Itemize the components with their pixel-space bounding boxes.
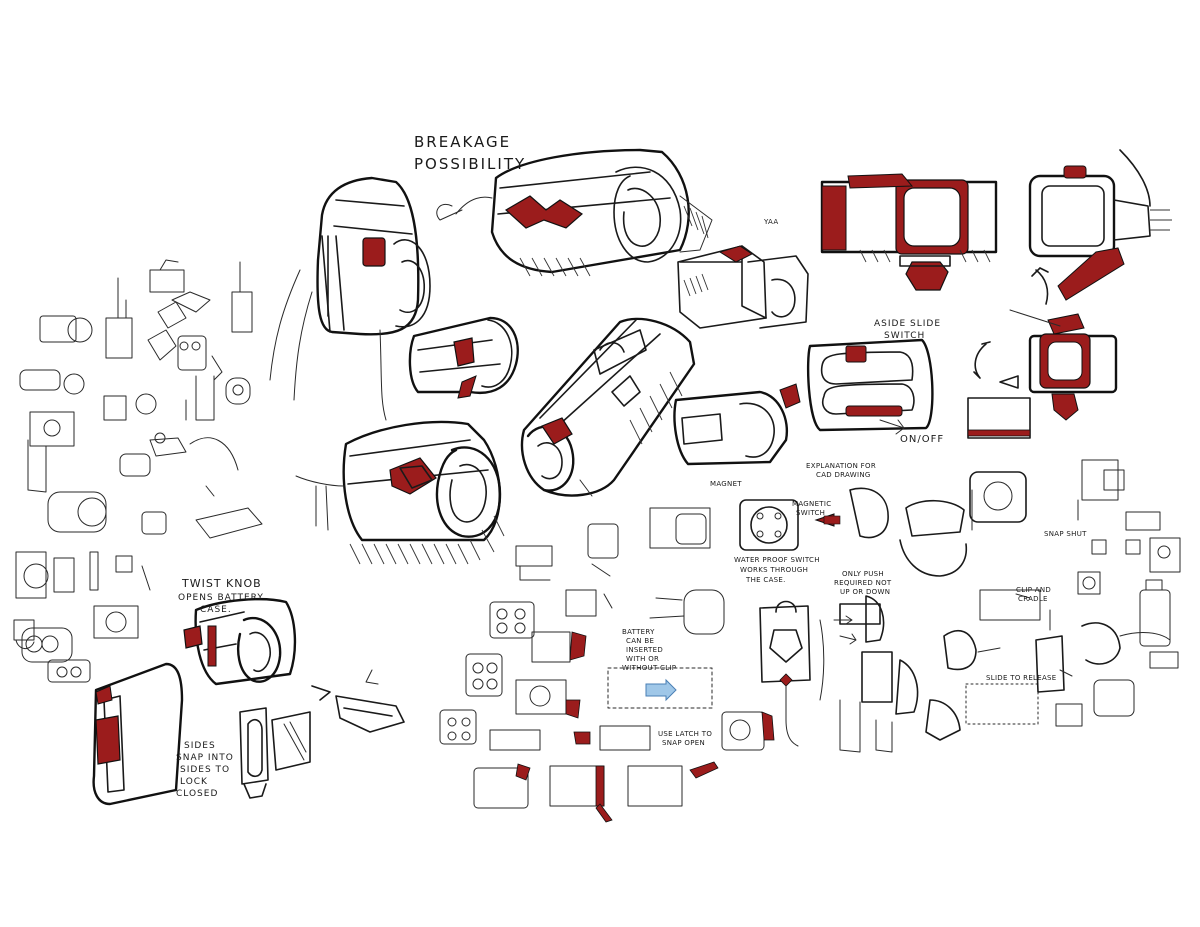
camera-sketch-with-lens bbox=[295, 420, 505, 565]
camera-sketch-small-housing bbox=[408, 316, 519, 399]
side-button-red bbox=[362, 237, 386, 267]
annotation-magnetic-switch-line1: Magnetic bbox=[792, 500, 832, 508]
annotation-aside-slide-line1: Aside slide bbox=[874, 319, 941, 329]
annotation-battery-line1: Battery bbox=[622, 628, 655, 636]
annotation-explanation-line1: Explanation for bbox=[806, 462, 876, 470]
annotation-twist-knob-line2: opens battery bbox=[178, 593, 264, 603]
camera-sketch-diagonal bbox=[520, 317, 696, 497]
annotation-clip-line2: cradle bbox=[1018, 595, 1048, 603]
annotation-water-proof-line1: Water Proof switch bbox=[734, 556, 820, 564]
annotation-on-off: ON/OFF bbox=[900, 434, 945, 445]
thumbnail-sketches-upper-left bbox=[147, 291, 251, 421]
hanging-clip-sketch bbox=[759, 600, 825, 747]
camera-side-red-cap bbox=[673, 383, 801, 466]
arrow-marks bbox=[579, 419, 905, 645]
annotation-sides-line2: snap into bbox=[176, 753, 234, 763]
camera-aside-slide-switch bbox=[806, 338, 934, 432]
thumbnail-sketches-left bbox=[13, 259, 263, 683]
sides-snap-sketch bbox=[239, 707, 311, 799]
annotation-sides-line5: closed bbox=[176, 789, 219, 799]
annotation-twist-knob-line1: Twist Knob bbox=[182, 577, 262, 590]
breakage-clips-red bbox=[504, 195, 583, 229]
annotation-use-latch-line2: snap open bbox=[662, 739, 706, 747]
annotation-explanation-line2: CAD Drawing bbox=[816, 471, 871, 479]
annotation-battery-line5: without clip bbox=[622, 664, 677, 672]
clip-sketch bbox=[311, 669, 405, 733]
annotation-tiny-a: Snap shut bbox=[1044, 530, 1087, 538]
camera-sketch-breakage bbox=[436, 148, 713, 277]
annotation-battery-line2: can be bbox=[626, 637, 655, 645]
battery-case-red-latch bbox=[92, 662, 184, 806]
annotation-breakage-line2: Possibility bbox=[414, 155, 527, 173]
annotation-battery-line4: with or bbox=[626, 655, 660, 663]
annotation-water-proof-line2: works through bbox=[740, 566, 809, 574]
annotation-twist-knob-line3: case. bbox=[200, 605, 232, 615]
camera-sketch-upright bbox=[269, 176, 431, 421]
annotation-breakage-line1: Breakage bbox=[414, 133, 512, 151]
annotation-only-push-line1: Only push bbox=[842, 570, 884, 578]
annotation-only-push-line2: Required not bbox=[834, 579, 892, 587]
magnet-switch-sketch bbox=[739, 487, 889, 551]
camera-square-with-arm bbox=[1028, 149, 1172, 305]
annotation-sides-line4: lock bbox=[180, 777, 208, 787]
thumbnail-sketches-right bbox=[839, 459, 1181, 753]
annotation-use-latch-line1: use latch to bbox=[658, 730, 713, 738]
annotation-clip-line1: Clip and bbox=[1016, 586, 1052, 594]
camera-front-red-frame bbox=[820, 173, 998, 291]
annotation-sides-line3: sides to bbox=[180, 765, 231, 775]
camera-twist-knob bbox=[183, 597, 297, 686]
annotation-magnet: Magnet bbox=[710, 480, 742, 488]
annotation-battery-line3: inserted bbox=[626, 646, 664, 654]
annotation-water-proof-line3: the case. bbox=[746, 576, 786, 584]
annotation-magnetic-switch-line2: switch bbox=[796, 509, 826, 517]
annotation-aside-slide-line2: switch bbox=[884, 331, 926, 341]
box-exploded-sketch bbox=[677, 245, 809, 329]
annotation-tiny-b: Slide to release bbox=[986, 674, 1057, 682]
thumbnail-sketches-middle bbox=[439, 507, 775, 823]
camera-red-frame-arrows bbox=[967, 309, 1118, 439]
annotation-only-push-line3: up or down bbox=[840, 588, 891, 596]
annotation-sides-line1: Sides bbox=[184, 741, 216, 751]
annotation-yaa: YAA bbox=[764, 218, 779, 226]
